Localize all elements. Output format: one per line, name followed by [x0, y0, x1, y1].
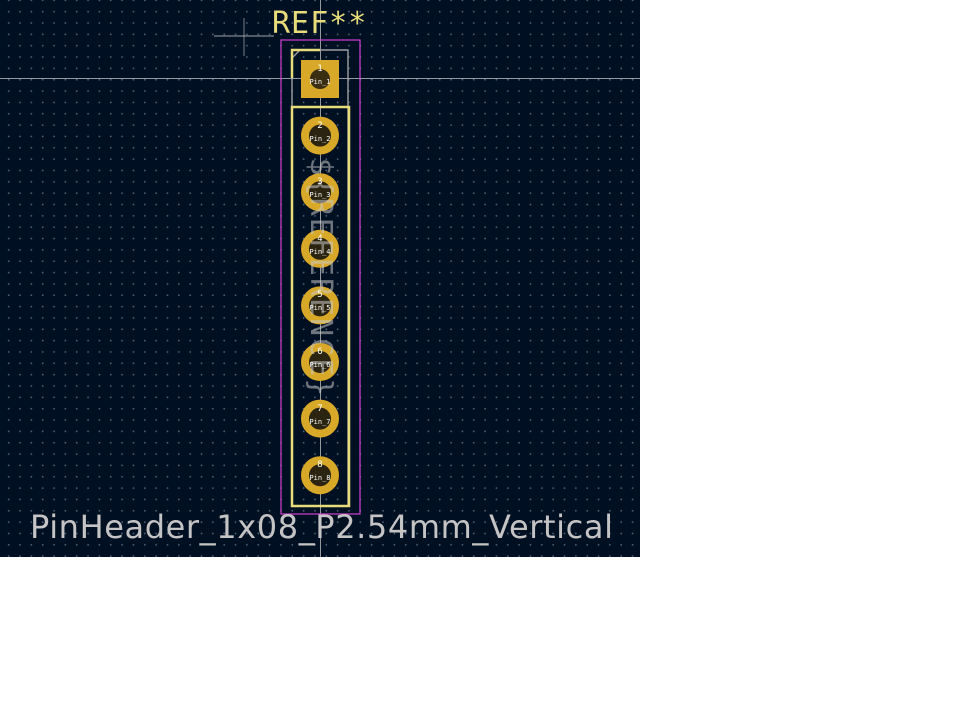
pad-8[interactable] [301, 456, 339, 495]
footprint-graphics [0, 0, 640, 557]
pad-number: 3 [317, 177, 323, 188]
pad-6[interactable] [301, 343, 339, 381]
silkscreen-pin1-marker [290, 48, 320, 78]
pad-net-name: Pin_3 [309, 191, 331, 200]
pad-net-name: Pin_5 [309, 304, 331, 313]
pad-7[interactable] [301, 399, 339, 438]
pad-net-name: Pin_2 [309, 134, 331, 143]
pad-net-name: Pin_4 [309, 247, 331, 256]
pad-number: 4 [317, 233, 323, 244]
pad-number: 7 [317, 403, 323, 414]
pad-number: 5 [317, 290, 323, 301]
pad-net-name: Pin_6 [309, 361, 331, 369]
reference-designator[interactable]: REF** [272, 6, 368, 41]
pad-drill-hole [310, 69, 330, 89]
silkscreen-outline [290, 105, 351, 508]
footprint-name-label: PinHeader_1x08_P2.54mm_Vertical [30, 508, 614, 546]
pads-layer [301, 60, 339, 495]
pad-net-name: Pin_1 [309, 78, 331, 86]
pad-number: 1 [317, 64, 323, 74]
courtyard-outline [280, 39, 361, 515]
pad-4[interactable] [301, 229, 339, 268]
pcb-editor-canvas[interactable]: REF** ${REFERENCE} PinHeader_1x08_P2.54m… [0, 0, 640, 557]
pad-net-name: Pin_7 [309, 417, 331, 426]
pad-2[interactable] [301, 116, 339, 155]
pad-number: 8 [317, 460, 323, 471]
pad-net-name: Pin_8 [309, 474, 331, 483]
pad-3[interactable] [301, 173, 339, 212]
pad-number: 6 [317, 347, 323, 357]
pad-number: 2 [317, 120, 323, 131]
pad-5[interactable] [301, 286, 339, 325]
